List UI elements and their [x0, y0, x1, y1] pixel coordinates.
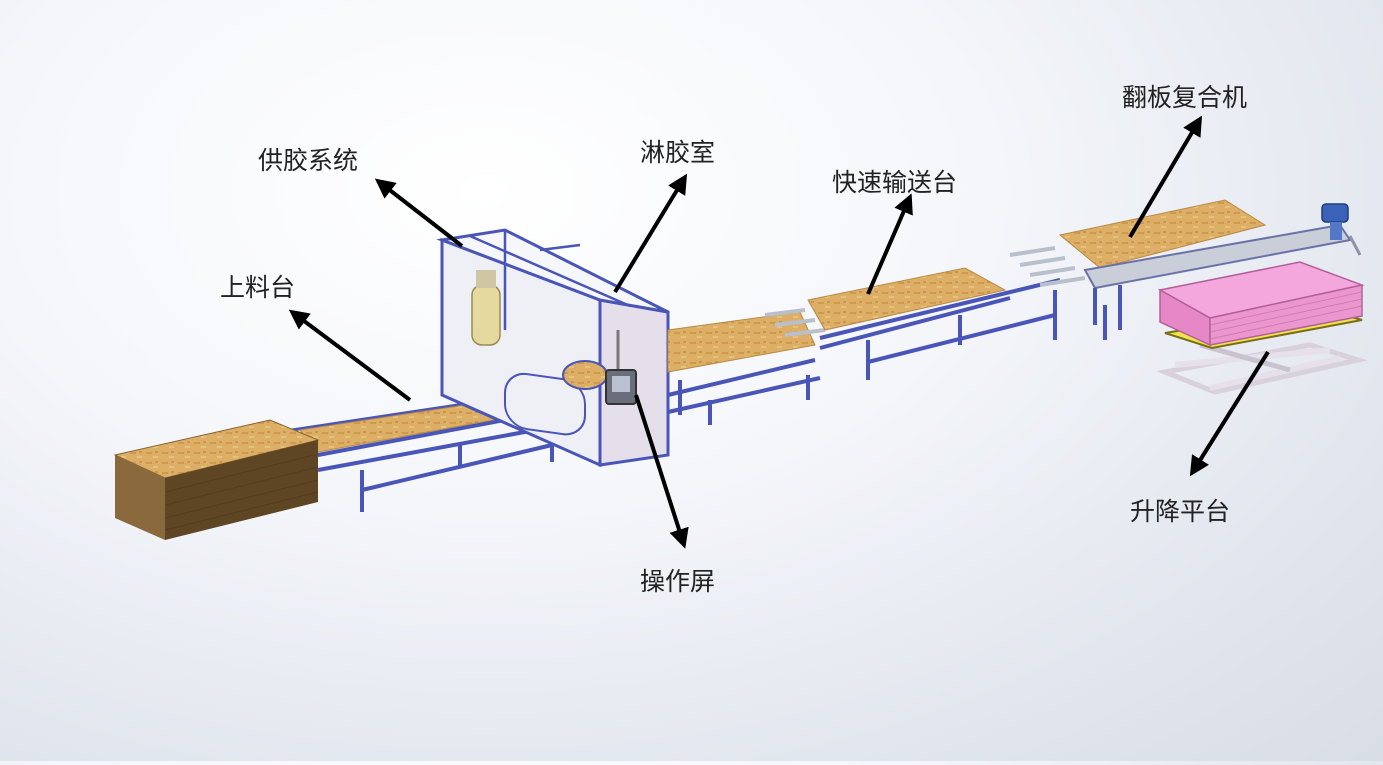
glue-room [436, 228, 670, 468]
lift-platform [1156, 261, 1368, 395]
arrow-fast-conveyor [866, 193, 913, 295]
label-operation-screen: 操作屏 [640, 567, 716, 596]
operation-screen [605, 330, 637, 405]
roller-gap-2 [1009, 246, 1086, 287]
label-loading-table: 上料台 [220, 273, 296, 302]
label-glue-supply: 供胶系统 [258, 146, 359, 175]
label-glue-room: 淋胶室 [640, 138, 716, 167]
board-stack [113, 419, 320, 540]
fast-conveyor [807, 267, 1061, 380]
arrow-flip-composite [1128, 115, 1203, 239]
label-lift-platform: 升降平台 [1130, 497, 1231, 526]
arrow-lift-platform [1189, 350, 1270, 477]
label-fast-conveyor: 快速输送台 [832, 168, 958, 197]
arrow-glue-room [613, 173, 688, 294]
conveyor-section-1 [667, 311, 821, 425]
arrow-glue-supply [374, 178, 464, 248]
label-flip-composite: 翻板复合机 [1122, 83, 1248, 112]
arrow-loading-table [288, 309, 412, 402]
roller-gap-1 [764, 308, 826, 337]
arrow-operation-screen [634, 394, 689, 549]
flip-composite-machine [1058, 199, 1362, 340]
